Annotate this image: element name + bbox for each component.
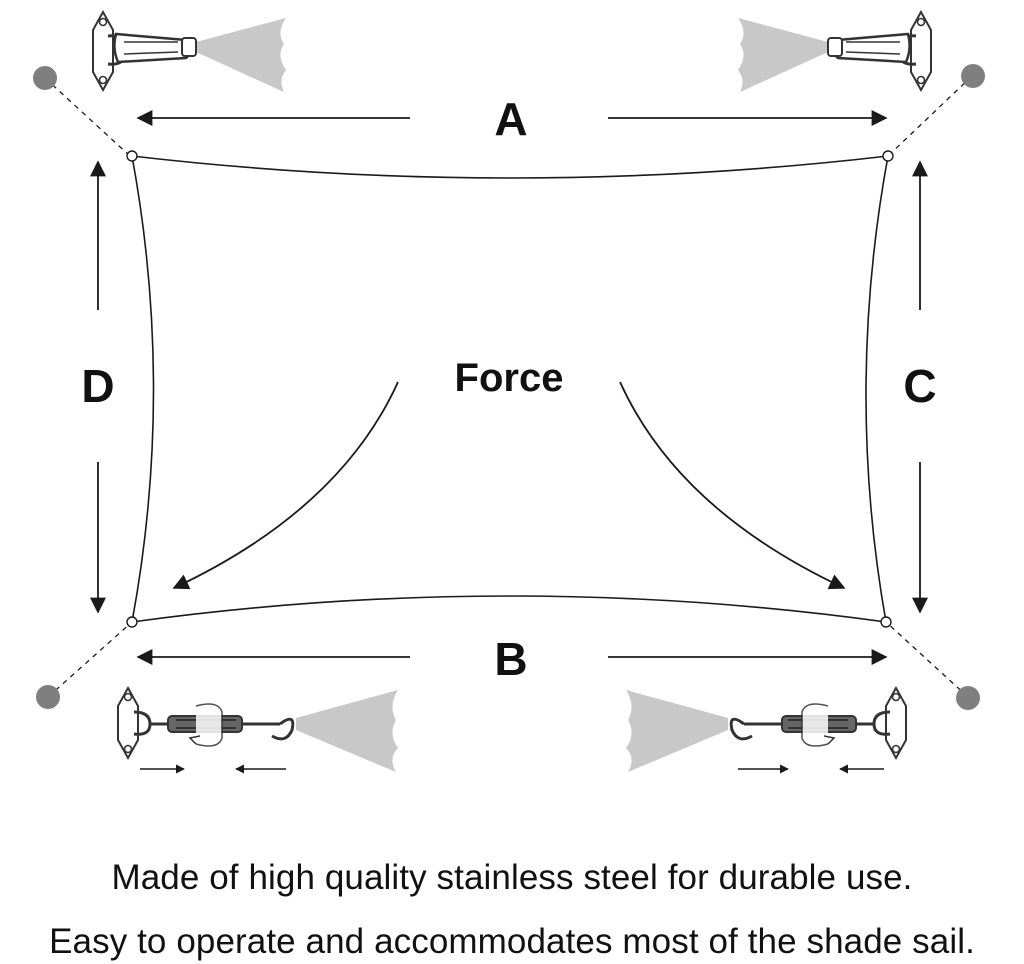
light-beam-top-right bbox=[738, 18, 828, 92]
anchor-dot-top-left bbox=[33, 66, 57, 90]
turnbuckle-icon bbox=[626, 685, 907, 774]
corner-ring-bottom-right bbox=[880, 616, 892, 628]
label-c: C bbox=[903, 360, 936, 412]
label-a: A bbox=[494, 93, 527, 145]
anchor-line-top-left bbox=[44, 77, 131, 157]
label-force: Force bbox=[455, 356, 564, 400]
anchor-dot-top-right bbox=[961, 64, 985, 88]
label-b: B bbox=[494, 633, 527, 685]
carabiner-icon bbox=[738, 9, 932, 93]
light-beam-top-left bbox=[196, 18, 286, 92]
caption-line-2: Easy to operate and accommodates most of… bbox=[49, 922, 975, 961]
anchor-lines bbox=[44, 75, 973, 698]
sail-corners bbox=[126, 150, 894, 628]
anchor-dot-bottom-right bbox=[956, 686, 980, 710]
corner-ring-top-left bbox=[126, 150, 138, 162]
anchor-points bbox=[33, 64, 985, 710]
carabiner-icon bbox=[92, 9, 286, 93]
light-beam-bottom-left bbox=[296, 690, 398, 772]
diagram-labels: A B C D Force bbox=[81, 93, 936, 685]
force-arrows bbox=[172, 381, 846, 590]
turnbuckle-icon bbox=[117, 685, 398, 774]
force-arrow-left bbox=[172, 381, 399, 590]
anchor-dot-bottom-left bbox=[36, 685, 60, 709]
corner-ring-bottom-left bbox=[126, 616, 138, 628]
label-d: D bbox=[81, 360, 114, 412]
caption-line-1: Made of high quality stainless steel for… bbox=[111, 858, 913, 897]
anchor-line-bottom-right bbox=[885, 621, 969, 698]
light-beam-bottom-right bbox=[626, 690, 728, 772]
dimension-arrows bbox=[90, 110, 928, 665]
anchor-line-bottom-left bbox=[47, 621, 133, 698]
force-arrow-right bbox=[619, 381, 846, 590]
corner-ring-top-right bbox=[882, 150, 894, 162]
anchor-line-top-right bbox=[887, 75, 973, 157]
